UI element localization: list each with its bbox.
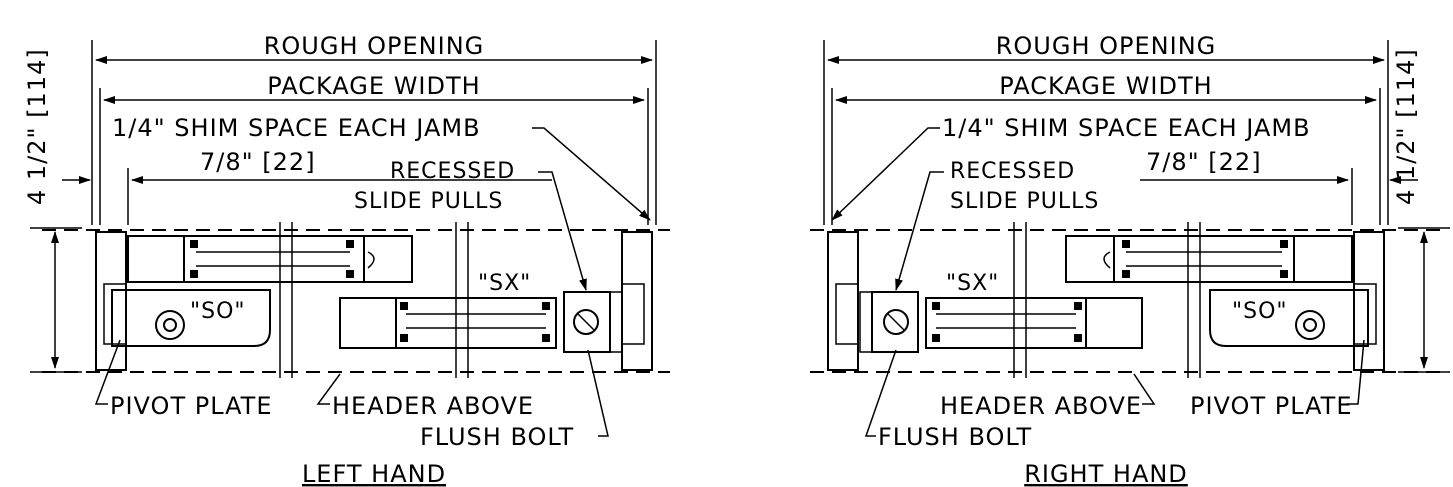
left-jamb-left bbox=[95, 231, 127, 371]
right-package-width-dimension: PACKAGE WIDTH bbox=[831, 72, 1381, 225]
left-package-width-dimension: PACKAGE WIDTH bbox=[99, 72, 649, 225]
right-rough-opening-dimension: ROUGH OPENING bbox=[823, 32, 1389, 225]
left-hand-title: LEFT HAND bbox=[302, 460, 446, 487]
right-shim-leader bbox=[831, 127, 940, 221]
left-rough-opening-label: ROUGH OPENING bbox=[264, 32, 485, 60]
right-rough-opening-label: ROUGH OPENING bbox=[996, 32, 1217, 60]
right-package-width-label: PACKAGE WIDTH bbox=[999, 72, 1212, 100]
left-upper-panel bbox=[127, 235, 413, 283]
right-height-dimension: 4 1/2" [114] bbox=[1392, 48, 1450, 373]
left-78-label: 7/8" [22] bbox=[200, 148, 316, 176]
left-pivot-leader bbox=[94, 339, 121, 405]
right-so-panel: "SO" bbox=[1209, 289, 1369, 347]
left-height-dimension: 4 1/2" [114] bbox=[23, 48, 82, 373]
left-sx-label: "SX" bbox=[478, 271, 531, 296]
left-height-label: 4 1/2" [114] bbox=[23, 48, 51, 205]
right-78-label: 7/8" [22] bbox=[1146, 148, 1262, 176]
left-header-leader bbox=[316, 373, 341, 405]
right-lower-panel: "SX" bbox=[859, 271, 1143, 353]
left-hand-detail: 4 1/2" [114] ROUGH OPENING PACKAGE WIDTH… bbox=[23, 32, 670, 487]
left-jamb-right bbox=[621, 231, 653, 371]
left-flush-bolt-label: FLUSH BOLT bbox=[420, 423, 574, 451]
right-flush-bolt-label: FLUSH BOLT bbox=[878, 423, 1032, 451]
left-pivot-label: PIVOT PLATE bbox=[110, 392, 273, 420]
right-pivot-leader bbox=[1346, 339, 1365, 405]
left-package-width-label: PACKAGE WIDTH bbox=[267, 72, 480, 100]
right-pivot-label: PIVOT PLATE bbox=[1190, 392, 1353, 420]
right-flush-bolt-leader bbox=[864, 349, 897, 437]
left-so-label: "SO" bbox=[190, 299, 246, 324]
right-hand-title: RIGHT HAND bbox=[1024, 460, 1188, 487]
right-hand-detail: ROUGH OPENING PACKAGE WIDTH 1/4" SHIM SP… bbox=[810, 32, 1450, 487]
left-break-lines bbox=[279, 222, 469, 378]
left-so-panel: "SO" bbox=[111, 289, 271, 347]
right-break-lines bbox=[1013, 222, 1201, 378]
right-recessed-line1: RECESSED bbox=[950, 159, 1075, 184]
left-shim-space-label: 1/4" SHIM SPACE EACH JAMB bbox=[112, 114, 481, 142]
left-header-label: HEADER ABOVE bbox=[332, 392, 534, 420]
left-shim-leader bbox=[532, 127, 651, 221]
left-flush-bolt-leader bbox=[587, 349, 609, 437]
right-recessed-leader bbox=[895, 171, 944, 291]
right-upper-panel bbox=[1065, 235, 1353, 283]
right-jamb-right bbox=[1353, 231, 1385, 371]
right-jamb-left bbox=[827, 231, 859, 371]
right-header-label: HEADER ABOVE bbox=[940, 392, 1142, 420]
right-so-label: "SO" bbox=[1232, 299, 1288, 324]
right-header-leader bbox=[1133, 373, 1156, 405]
left-rough-opening-dimension: ROUGH OPENING bbox=[91, 32, 657, 225]
right-recessed-line2: SLIDE PULLS bbox=[950, 189, 1099, 214]
right-sx-label: "SX" bbox=[946, 271, 999, 296]
left-78-dimension: 7/8" [22] bbox=[62, 148, 552, 225]
left-recessed-leader bbox=[538, 171, 587, 291]
left-lower-panel: "SX" bbox=[339, 271, 623, 353]
left-recessed-line2: SLIDE PULLS bbox=[354, 189, 503, 214]
right-shim-space-label: 1/4" SHIM SPACE EACH JAMB bbox=[942, 114, 1311, 142]
left-recessed-line1: RECESSED bbox=[390, 159, 515, 184]
right-78-dimension: 7/8" [22] bbox=[1140, 148, 1418, 225]
right-height-label: 4 1/2" [114] bbox=[1392, 48, 1420, 205]
